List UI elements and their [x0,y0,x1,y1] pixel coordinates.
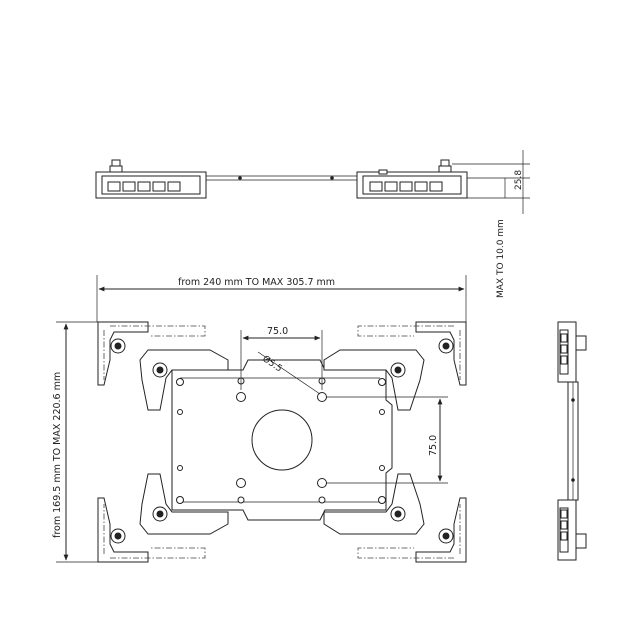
left-slots [107,181,181,192]
top-side-view [95,150,530,214]
hole-spacing-h-dim: 75.0 [240,326,323,390]
height-dimension: from 169.5 mm TO MAX 220.6 mm [52,321,100,563]
hole-spacing-v-label: 75.0 [428,435,439,456]
max-offset-label: MAX TO 10.0 mm [496,219,506,298]
height-range-label: from 169.5 mm TO MAX 220.6 mm [52,372,63,538]
thickness-dim: 25.8 [514,170,524,190]
width-range-label: from 240 mm TO MAX 305.7 mm [178,277,335,288]
max-offset-dim: MAX TO 10.0 mm [496,219,506,298]
center-hole [251,409,313,471]
width-dimension: from 240 mm TO MAX 305.7 mm [96,275,467,322]
thickness-label: 25.8 [514,170,524,190]
side-slots [560,333,568,541]
front-view: 75.0 Ø5.5 75.0 [97,321,467,563]
bracket-bottom-right [323,473,467,563]
bracket-top-right [323,321,467,411]
bracket-bottom-left [97,473,229,563]
hole-spacing-v-dim: 75.0 [326,396,448,484]
bracket-top-left [97,321,229,411]
right-side-view [557,321,587,561]
right-slots [369,181,443,192]
hole-spacing-h-label: 75.0 [267,326,288,337]
